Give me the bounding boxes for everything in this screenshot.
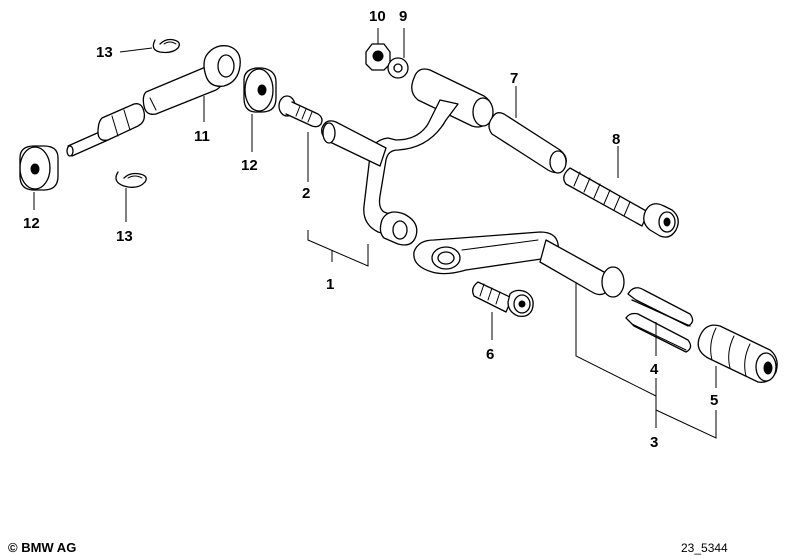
callouts: 13 11 12 12 13 2 1 10 9 7 8 6 4 5 3 [23, 8, 718, 451]
callout-12: 12 [241, 157, 258, 174]
leader-lines [33, 28, 717, 439]
callout-10: 10 [369, 8, 386, 25]
callout-5: 5 [710, 392, 718, 409]
callout-6: 6 [486, 346, 494, 363]
callout-1: 1 [326, 276, 334, 293]
part-3-pedal-arm [413, 231, 625, 298]
part-13-clip-upper [152, 38, 180, 54]
callout-9: 9 [399, 8, 407, 25]
part-12-bushing-left [19, 145, 59, 191]
part-4-sleeve-halves [625, 287, 694, 353]
drawing-number: 23_5344 [681, 541, 728, 555]
callout-8: 8 [612, 131, 620, 148]
part-shaft-left [66, 103, 146, 157]
part-2-bolt [278, 95, 323, 128]
part-8-long-bolt [563, 167, 679, 238]
part-5-pedal-rubber [697, 324, 778, 383]
part-13-clip-lower [115, 171, 147, 188]
leader-13-upper [119, 47, 153, 53]
callout-4: 4 [650, 361, 659, 378]
callout-11: 11 [194, 128, 210, 145]
callout-13: 13 [116, 228, 133, 245]
part-6-bolt [472, 281, 534, 318]
part-7-sleeve [488, 112, 567, 174]
part-11-eye-bolt [142, 45, 241, 115]
callout-2: 2 [302, 185, 310, 202]
part-12-bushing-upper [243, 67, 277, 113]
callout-12: 12 [23, 215, 40, 232]
part-10-nut [365, 43, 391, 71]
leader-1 [307, 230, 369, 267]
copyright-notice: © BMW AG [8, 540, 77, 555]
part-1-lever-bracket [321, 68, 494, 246]
callout-7: 7 [510, 70, 518, 87]
leader-3 [575, 282, 717, 439]
callout-3: 3 [650, 434, 658, 451]
part-9-washer [387, 57, 409, 79]
callout-13: 13 [96, 44, 113, 61]
